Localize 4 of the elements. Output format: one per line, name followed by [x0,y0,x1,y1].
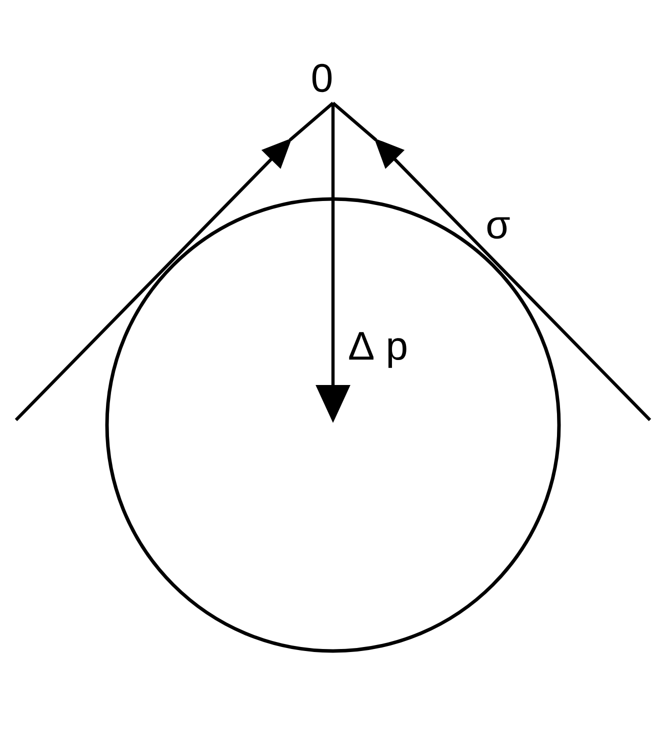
symbol-label: 0 [312,64,332,92]
symbol-label: σ [487,217,510,239]
circle-outline [105,197,561,653]
symbol-label: Δ p [349,332,406,368]
